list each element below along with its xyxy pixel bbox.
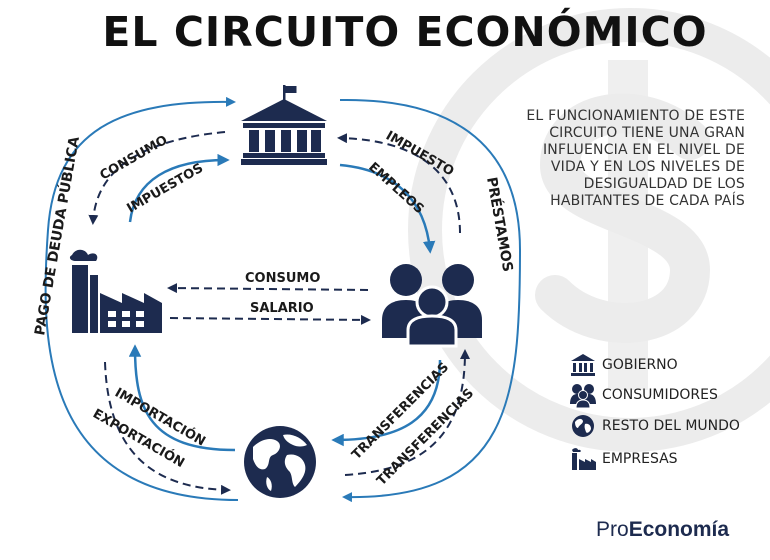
exportacion-arrow: [104, 361, 231, 495]
label-empleos: EMPLEOS: [365, 160, 426, 217]
empleos-arrow: [339, 163, 436, 254]
label-transferencias-1: TRANSFERENCIAS: [349, 360, 452, 463]
legend-item-resto-mundo: RESTO DEL MUNDO: [570, 413, 740, 439]
label-transferencias-2: TRANSFERENCIAS: [374, 386, 477, 489]
legend-label-empresas: EMPRESAS: [602, 451, 678, 467]
label-consumo-mid: CONSUMO: [245, 271, 320, 286]
brand-economia: Economía: [628, 518, 730, 541]
legend-item-consumidores: CONSUMIDORES: [570, 382, 718, 408]
legend-label-resto-mundo: RESTO DEL MUNDO: [602, 418, 740, 434]
consumo-mid-arrow: [167, 283, 369, 294]
consumers-icon: [570, 384, 596, 408]
importacion-arrow: [128, 344, 236, 452]
salario-arrow: [169, 314, 371, 325]
factory-icon: [69, 249, 162, 333]
transferencias-2-arrow: [344, 349, 470, 476]
legend-label-gobierno: GOBIERNO: [602, 357, 678, 373]
brand-pro: Pro: [596, 518, 629, 541]
page-title: EL CIRCUITO ECONÓMICO: [102, 8, 708, 56]
pago-deuda-arrow: [44, 96, 239, 501]
government-icon: [571, 354, 595, 376]
description-text: EL FUNCIONAMIENTO DE ESTE CIRCUITO TIENE…: [526, 108, 745, 209]
label-impuestos: IMPUESTOS: [125, 161, 206, 217]
consumo-top-arrow: [88, 131, 226, 225]
legend-item-gobierno: GOBIERNO: [570, 352, 678, 378]
globe-icon: [244, 426, 316, 498]
government-icon: [241, 85, 327, 165]
impuestos-arrow: [128, 153, 230, 223]
label-impuesto: IMPUESTO: [383, 128, 456, 179]
legend-item-empresas: EMPRESAS: [570, 446, 678, 472]
label-salario: SALARIO: [250, 301, 314, 316]
brand-logo: ProEconomía: [596, 518, 729, 542]
globe-icon: [572, 415, 594, 437]
impuesto-arrow: [337, 133, 461, 234]
consumers-icon: [382, 264, 482, 348]
prestamos-arrow: [339, 98, 522, 503]
transferencias-1-arrow: [331, 359, 442, 447]
factory-icon: [572, 448, 596, 470]
legend-label-consumidores: CONSUMIDORES: [602, 387, 718, 403]
